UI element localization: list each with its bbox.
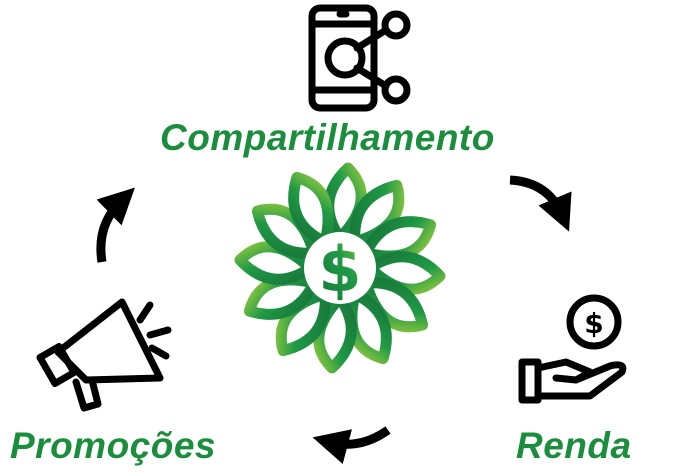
logo-flower	[234, 162, 446, 374]
hand-coin-icon: $	[518, 294, 627, 404]
megaphone-icon	[36, 298, 172, 412]
logo-petal	[288, 171, 334, 248]
svg-text:$: $	[584, 307, 603, 340]
label-promocoes: Promoções	[10, 425, 217, 466]
label-renda: Renda	[516, 425, 632, 466]
label-compartilhamento: Compartilhamento	[160, 117, 495, 158]
logo-center	[304, 232, 376, 304]
curved-arrow-icon	[96, 175, 572, 465]
logo-dollar-sign: $	[318, 233, 361, 306]
smartphone-share-icon	[308, 4, 411, 112]
